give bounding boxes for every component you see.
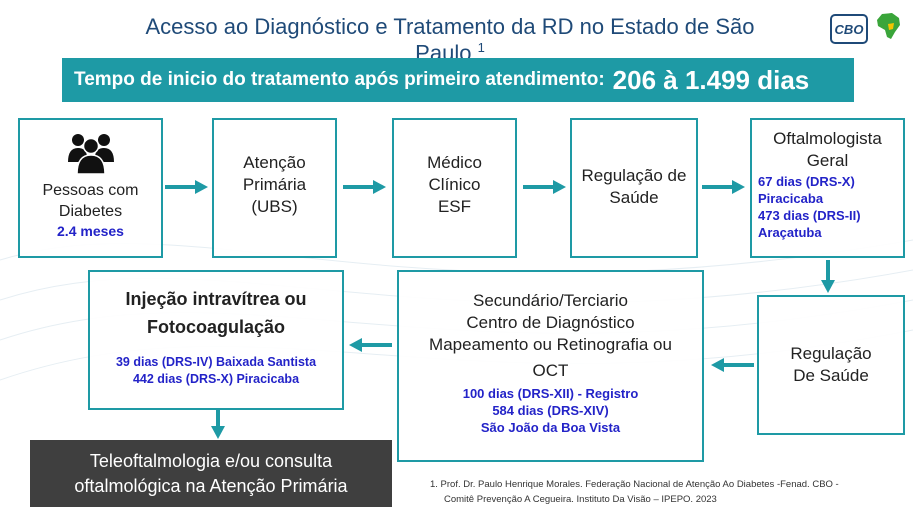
- telemedicine-line-1: Teleoftalmologia e/ou consulta: [89, 451, 333, 472]
- title-reference: 1: [477, 40, 485, 55]
- treatment-time-1: 39 dias (DRS-IV) Baixada Santista: [115, 354, 317, 369]
- regulation-2-line-1: Regulação: [790, 344, 872, 363]
- secondary-line-1: Secundário/Terciario: [473, 291, 628, 310]
- ophthalmologist-line-2: Geral: [806, 151, 849, 171]
- footnote-line-2: Comitê Prevenção A Cegueira. Instituto D…: [444, 493, 717, 505]
- secondary-time-1: 100 dias (DRS-XII) - Registro: [462, 386, 639, 402]
- arrow-left-icon: [711, 358, 754, 372]
- secondary-care-box: Secundário/Terciario Centro de Diagnósti…: [397, 270, 704, 462]
- people-group-icon: [67, 134, 114, 175]
- clinician-line-2: Clínico: [428, 175, 481, 195]
- arrow-down-icon: [211, 410, 225, 439]
- ophthalmologist-time-1: 67 dias (DRS-X): [758, 174, 855, 190]
- treatment-box: Injeção intravítrea ou Fotocoagulação 39…: [88, 270, 344, 410]
- primary-care-line-3: (UBS): [251, 197, 298, 217]
- patients-box: Pessoas com Diabetes 2.4 meses: [18, 118, 163, 258]
- ophthalmologist-time-2: 473 dias (DRS-II): [758, 207, 861, 223]
- secondary-time-2: 584 dias (DRS-XIV): [492, 403, 609, 419]
- secondary-city-2: São João da Boa Vista: [480, 420, 621, 436]
- ophthalmologist-city-1: Piracicaba: [758, 191, 824, 207]
- secondary-line-4: OCT: [532, 361, 569, 381]
- patients-label-2: Diabetes: [58, 202, 123, 220]
- regulation-1-line-1: Regulação de: [581, 166, 687, 185]
- regulation-1-line-2: Saúde: [609, 188, 659, 208]
- arrow-right-icon: [343, 180, 386, 194]
- regulation-box-2: Regulação De Saúde: [757, 295, 905, 435]
- treatment-line-2: Fotocoagulação: [146, 316, 285, 337]
- banner-value: 206 à 1.499 dias: [612, 64, 810, 95]
- arrow-right-icon: [523, 180, 566, 194]
- clinician-line-1: Médico: [427, 153, 482, 172]
- arrow-right-icon: [702, 180, 745, 194]
- footnote: 1. Prof. Dr. Paulo Henrique Morales. Fed…: [430, 478, 908, 507]
- banner-text: Tempo de inicio do tratamento após prime…: [74, 69, 605, 90]
- patients-label-1: Pessoas com: [42, 182, 139, 199]
- secondary-line-3: Mapeamento ou Retinografia ou: [429, 335, 672, 355]
- patients-time: 2.4 meses: [57, 222, 124, 239]
- treatment-time-2: 442 dias (DRS-X) Piracicaba: [132, 371, 300, 386]
- telemedicine-line-2: oftalmológica na Atenção Primária: [74, 475, 348, 496]
- arrow-right-icon: [165, 180, 208, 194]
- cbo-logo: CBO: [830, 14, 868, 44]
- treatment-line-1: Injeção intravítrea ou: [125, 289, 307, 309]
- arrow-down-icon: [821, 260, 835, 293]
- treatment-time-banner: Tempo de inicio do tratamento após prime…: [62, 58, 854, 102]
- arrow-left-icon: [349, 338, 392, 352]
- brazil-map-icon: [877, 13, 900, 39]
- regulation-2-line-2: De Saúde: [793, 366, 869, 386]
- ophthalmologist-box: Oftalmologista Geral 67 dias (DRS-X) Pir…: [750, 118, 905, 258]
- clinician-line-3: ESF: [437, 197, 472, 217]
- clinician-box: Médico Clínico ESF: [392, 118, 517, 258]
- secondary-line-2: Centro de Diagnóstico: [466, 313, 635, 333]
- ophthalmologist-city-2: Araçatuba: [758, 224, 822, 240]
- title-text: Acesso ao Diagnóstico e Tratamento da RD…: [145, 14, 755, 66]
- primary-care-line-1: Atenção: [243, 153, 306, 172]
- ophthalmologist-line-1: Oftalmologista: [773, 129, 882, 148]
- regulation-box-1: Regulação de Saúde: [570, 118, 698, 258]
- footnote-line-1: 1. Prof. Dr. Paulo Henrique Morales. Fed…: [430, 479, 839, 490]
- primary-care-box: Atenção Primária (UBS): [212, 118, 337, 258]
- primary-care-line-2: Primária: [242, 175, 307, 195]
- telemedicine-box: Teleoftalmologia e/ou consulta oftalmoló…: [30, 440, 392, 507]
- page-title: Acesso ao Diagnóstico e Tratamento da RD…: [120, 14, 780, 66]
